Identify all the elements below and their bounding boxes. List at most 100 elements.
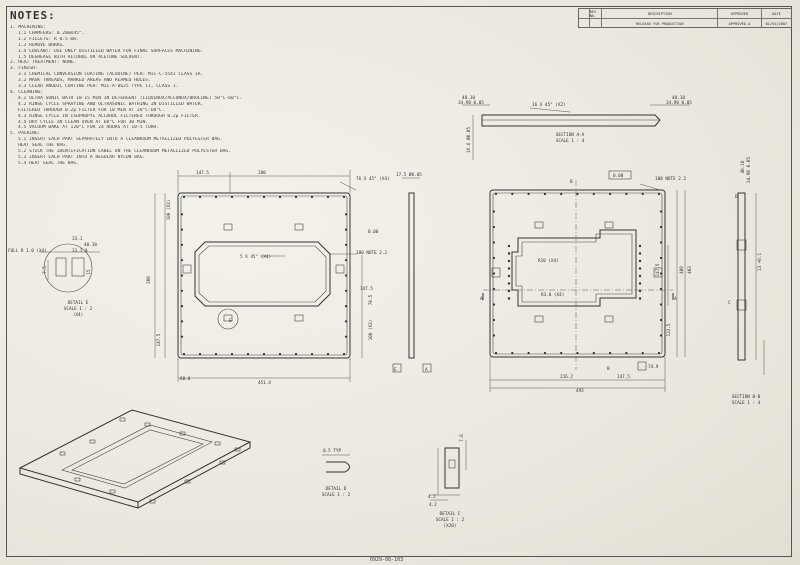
dimension-label: 403: [687, 266, 693, 274]
detail-d: [322, 454, 350, 473]
mounting-hole: [492, 241, 496, 244]
window-hole: [507, 289, 511, 293]
note-line: HEAT SEAL THE BAG.: [18, 143, 68, 149]
mounting-hole: [180, 274, 184, 277]
window-hole: [638, 259, 642, 263]
notes-block: 1. MACHINING:1.1 CHAMFERS: 0.2mmX45°.1.2…: [10, 25, 300, 167]
mounting-hole: [560, 351, 563, 355]
dimension-label: 34.90 0.05: [666, 100, 692, 106]
mounting-hole: [344, 228, 348, 231]
window-hole: [638, 267, 642, 270]
dimension-label: 100 NOTE 2.2: [655, 176, 686, 182]
window-hole: [507, 259, 511, 263]
note-line: 1.4 COOLANT: USE ONLY DISTILLED WATER FO…: [18, 48, 204, 54]
mounting-hole: [344, 243, 348, 246]
section-aa: [462, 104, 690, 160]
mounting-hole: [641, 351, 644, 355]
mounting-hole: [511, 192, 514, 196]
dimension-label: DETAIL C: [440, 511, 461, 517]
dimension-label: 100 (X2): [368, 320, 374, 341]
dimension-label: SCALE 1 : 4: [556, 138, 585, 144]
mounting-hole: [180, 305, 184, 308]
note-line: 2. HEAT TREATMENT: NONE.: [10, 60, 77, 66]
mounting-hole: [180, 259, 184, 262]
right-view: [482, 170, 686, 392]
front-view: [154, 170, 432, 382]
note-line: 5.3 INSERT EACH PART INTO A REGULAR NYLO…: [18, 154, 146, 160]
mounting-hole: [214, 195, 218, 199]
note-line: 4.1 ULTRA SONIC BATH 10-15 MIN IN DETERG…: [18, 95, 243, 101]
note-line: 3.2 MASK THREADS, MARKED AREAS AND REAME…: [18, 78, 151, 84]
dimension-label: DETAIL D: [326, 486, 347, 492]
note-line: 1.1 CHAMFERS: 0.2mmX45°.: [18, 30, 85, 36]
detail-c: [430, 440, 467, 501]
dimension-label: 7.6: [459, 434, 465, 442]
mounting-hole: [180, 213, 184, 216]
mounting-hole: [659, 318, 663, 322]
mounting-hole: [342, 352, 346, 356]
dimension-label: 40.10: [84, 242, 97, 248]
mounting-hole: [511, 351, 514, 355]
dimension-label: 40.10: [462, 95, 475, 101]
mounting-hole: [492, 210, 496, 213]
front-view-holes: [180, 195, 348, 356]
dimension-label: 17.5 Ø0.05: [396, 171, 422, 178]
mounting-hole: [344, 320, 348, 323]
revision-cell: DESCRIPTION: [602, 9, 719, 18]
dimension-label: 15: [86, 269, 92, 275]
iso-pad: [184, 479, 191, 484]
mounting-hole: [326, 195, 330, 199]
dimension-label: 489: [679, 266, 685, 274]
dimension-label: 34.90 0.05: [746, 157, 752, 183]
sheet-frame: [6, 6, 792, 557]
mounting-hole: [344, 213, 348, 216]
mounting-hole: [278, 195, 282, 199]
dimension-label: SECTION B-B: [732, 394, 761, 400]
section-bb: [736, 192, 765, 375]
mounting-hole: [576, 192, 579, 196]
revision-cell: [590, 19, 603, 28]
window-hole: [507, 282, 511, 285]
dimension-label: 147.5: [655, 263, 661, 276]
mounting-hole: [278, 352, 282, 356]
mounting-hole: [180, 289, 184, 292]
window-hole: [638, 282, 642, 285]
mounting-hole: [659, 272, 663, 275]
iso-pad: [144, 422, 151, 427]
dimension-label: E: [229, 318, 232, 324]
note-line: 5. PACKING:: [10, 131, 41, 137]
mounting-hole: [609, 192, 612, 196]
dimension-label: C: [728, 300, 731, 306]
dimension-label: 100 (X2): [166, 200, 172, 221]
mounting-hole: [344, 259, 348, 262]
mounting-hole: [198, 195, 202, 199]
dimension-label: SCALE 1 : 2: [436, 517, 465, 523]
dimension-label: 147.5: [360, 286, 373, 292]
iso-pad: [214, 441, 221, 446]
mounting-hole: [294, 195, 298, 199]
dimension-label: 16.6 Ø0.05: [465, 127, 472, 153]
mounting-hole: [344, 289, 348, 292]
dimension-label: 0.5 TYP: [323, 448, 342, 454]
dimension-label: 40.10: [740, 160, 746, 173]
dimension-label: 147.5: [617, 374, 630, 380]
mounting-hole: [659, 225, 663, 229]
note-line: 3.3 CLEAR ANODIC COATING PER: MIL-A-8625…: [18, 84, 179, 90]
dimension-label: 200: [258, 170, 266, 176]
mounting-hole: [246, 352, 250, 356]
window-hole: [507, 252, 511, 255]
mounting-hole: [641, 192, 644, 196]
notes-title: NOTES:: [10, 9, 56, 22]
window-hole: [638, 297, 642, 300]
note-line: 1.3 REMOVE BURRS.: [18, 42, 66, 48]
mounting-hole: [543, 351, 547, 355]
dimension-label: 100 NOTE 2.2: [356, 250, 387, 256]
dimension-label: 0.00: [368, 229, 379, 235]
dimension-label: 122.5: [666, 323, 672, 336]
mounting-hole: [659, 256, 663, 260]
dimension-label: 0.00: [613, 173, 624, 179]
isometric-view: [18, 409, 252, 509]
